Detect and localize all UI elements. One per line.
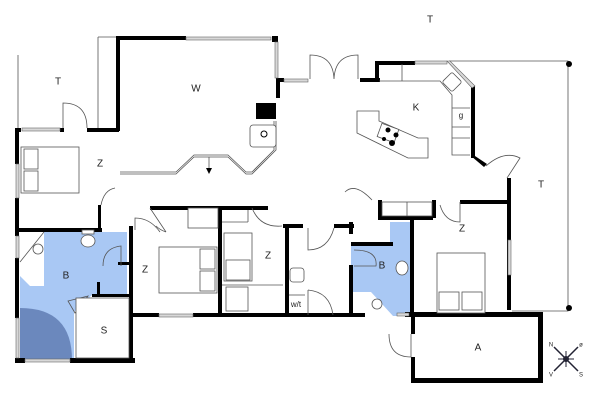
label-kitchen: K [413,103,420,114]
windows [15,36,512,363]
label-annex: A [475,343,482,354]
fixtures [19,64,486,359]
label-bedroom-2: Z [142,265,148,276]
compass-e: ø [579,343,583,349]
label-terrace-left: T [55,77,61,88]
compass-rose-icon: N ø S V [549,343,583,379]
label-bedroom-4: Z [459,224,465,235]
label-storage: S [101,326,108,337]
label-terrace-top: T [427,15,433,26]
label-bathroom-2: B [379,261,386,272]
terrace-outline [17,36,572,312]
compass-n: N [549,343,553,349]
label-kitchen-g: g [459,111,463,120]
label-bathroom-1: B [63,271,70,282]
room-labels: T T T W K g Z Z Z Z B B S w/t A [55,15,544,354]
compass-w: V [549,373,553,379]
label-terrace-right: T [538,180,544,191]
label-bedroom-3: Z [265,251,271,262]
label-living: W [191,84,201,95]
label-wc: w/t [290,300,302,309]
compass-s: S [579,373,583,379]
label-bedroom-1: Z [97,159,103,170]
